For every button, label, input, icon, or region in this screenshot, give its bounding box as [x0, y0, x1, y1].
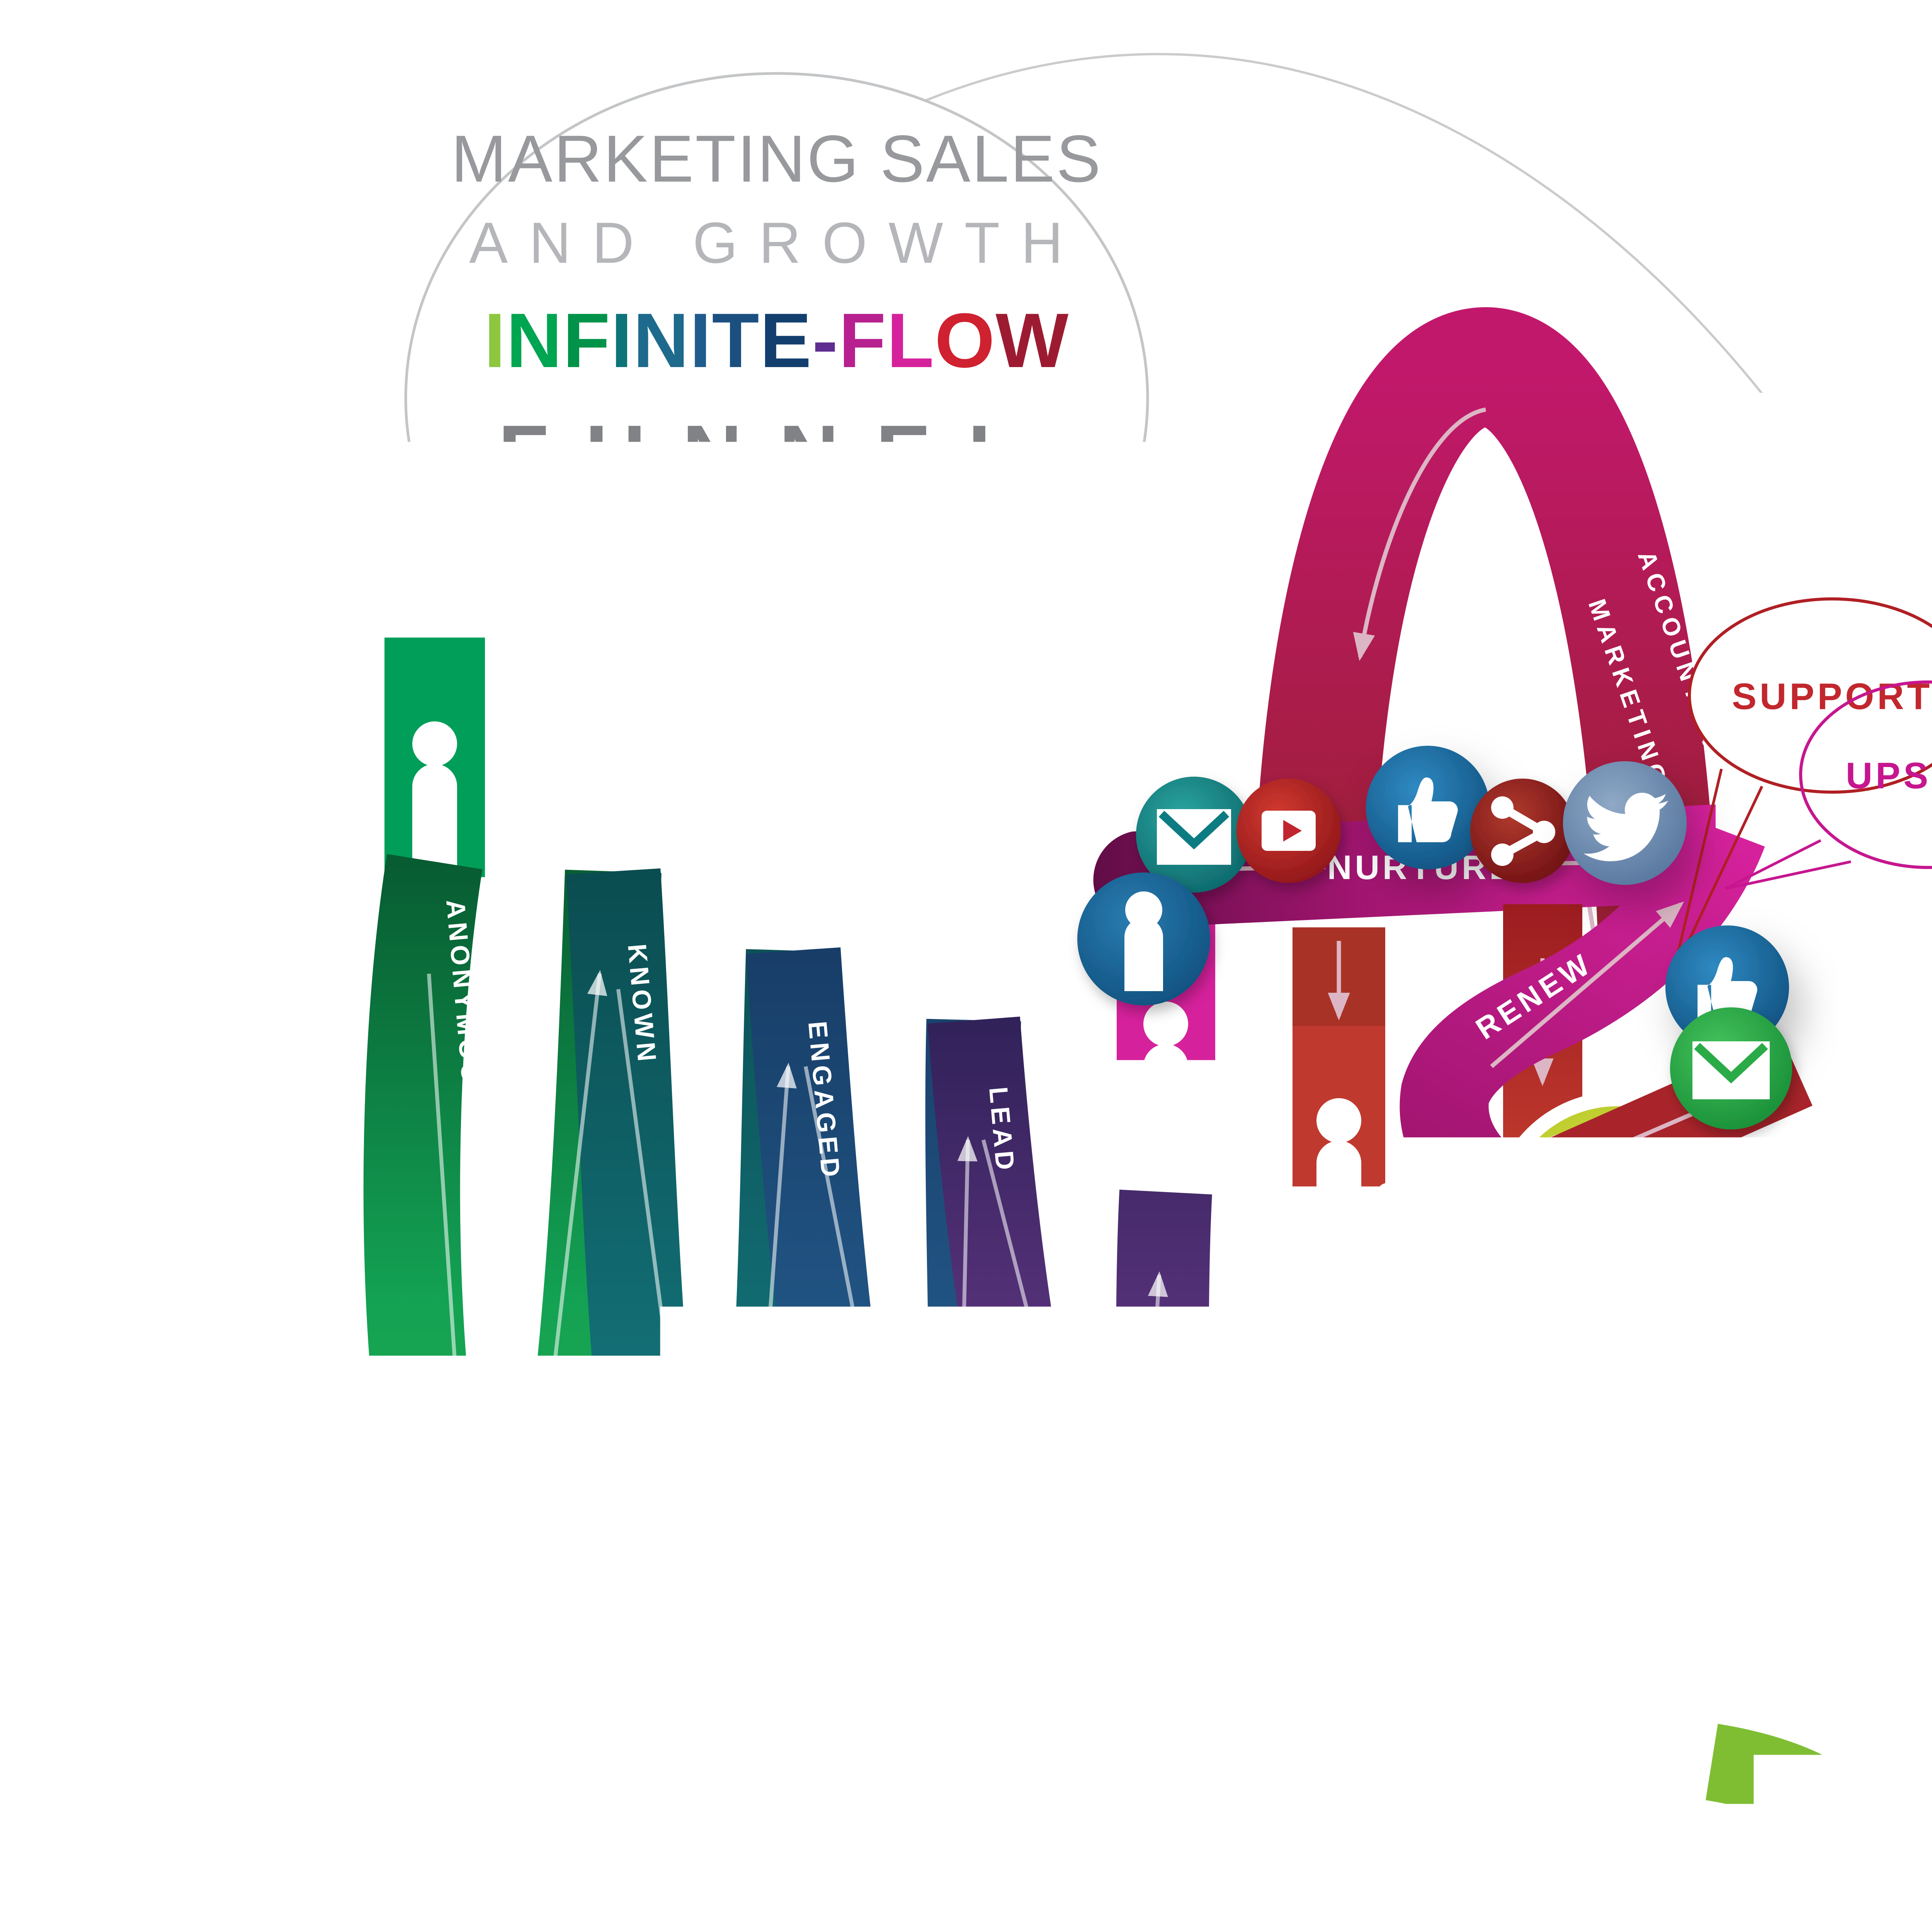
customer-label: CUSTOMER — [1733, 1248, 1915, 1282]
evangelize-label: EVANGELIZE — [1723, 1694, 1932, 1733]
thumbs-up-icon — [1366, 746, 1490, 869]
title-line2: AND GROWTH — [469, 210, 1084, 275]
team-bars: SALES & MARKETING TEAM CUSTOMER — [1716, 1184, 1932, 1293]
stage-bar-known — [565, 709, 662, 875]
person-icon — [412, 721, 457, 867]
twitter-icon — [1563, 761, 1687, 885]
stage-bar-opportunity — [1293, 927, 1385, 1273]
title-line4: FUNNEL — [498, 408, 1055, 501]
disqualified-ball — [896, 1797, 1135, 1932]
share-icon — [973, 1658, 1087, 1773]
stage-bar-engaged — [745, 767, 842, 952]
person-icon — [1316, 1098, 1361, 1244]
play-icon — [1366, 1488, 1482, 1604]
title-line1: MARKETING SALES — [451, 122, 1102, 196]
person-icon — [774, 805, 813, 929]
upsell-label: UPSELL — [1846, 755, 1932, 796]
mail-icon — [1670, 1007, 1792, 1129]
title-infinite-flow: INFINITE-FLOW — [484, 298, 1070, 384]
person-icon — [868, 1620, 983, 1734]
sales-marketing-label: SALES & MARKETING TEAM — [1733, 1194, 1932, 1228]
play-icon — [1236, 779, 1341, 883]
person-icon — [594, 739, 633, 863]
share-label: SHARE — [1853, 1484, 1932, 1522]
person-icon — [955, 874, 993, 998]
thumbs-up-icon — [1540, 1366, 1667, 1493]
person-icon — [1143, 1002, 1188, 1148]
stage-bar-lead — [925, 840, 1022, 1018]
person-icon — [1077, 872, 1210, 1005]
mail-icon — [753, 1645, 870, 1763]
stage-bar-anonymous — [384, 638, 485, 877]
share-icon — [1470, 779, 1575, 883]
